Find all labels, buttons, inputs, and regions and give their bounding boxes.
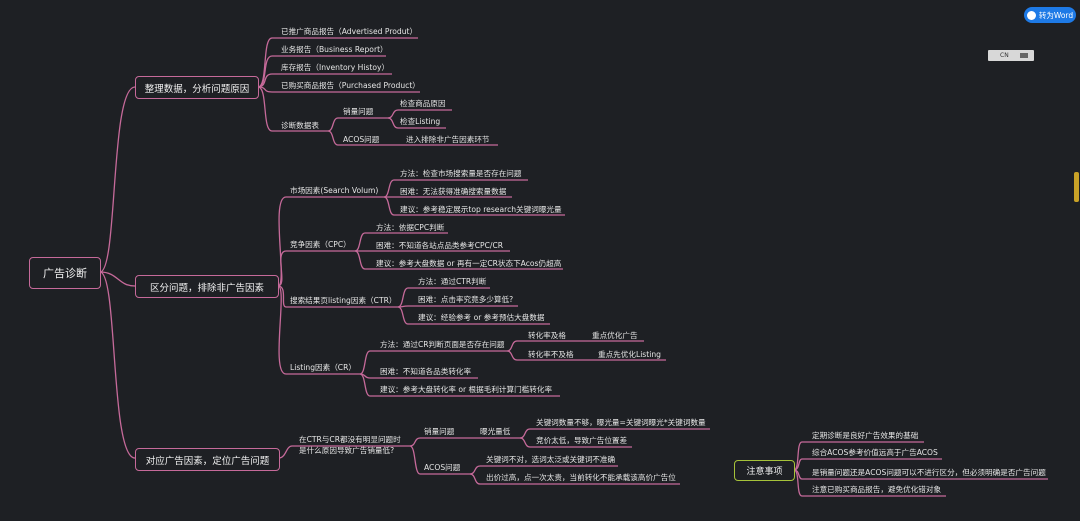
branch-organize-data[interactable]: 整理数据，分析问题原因 (135, 76, 259, 99)
node-cr-suggestion[interactable]: 建议：参考大盘转化率 or 根据毛利计算门槛转化率 (380, 385, 553, 394)
node-check-product[interactable]: 检查商品原因 (400, 99, 446, 108)
node-low-exposure[interactable]: 曝光量低 (480, 427, 511, 436)
node-market-factor[interactable]: 市场因素(Search Volum) (290, 186, 379, 195)
zoom-dropdown-icon (1020, 53, 1028, 58)
node-optimize-listing[interactable]: 重点先优化Listing (598, 350, 661, 359)
node-ctr-difficulty[interactable]: 困难：点击率究竟多少算低? (418, 295, 514, 304)
note-item-3[interactable]: 是销量问题还是ACOS问题可以不进行区分，但必须明确是否广告问题 (812, 468, 1046, 477)
word-icon (1026, 10, 1036, 20)
node-question-line1[interactable]: 在CTR与CR都没有明显问题时 (299, 435, 401, 444)
node-market-method[interactable]: 方法：检查市场搜索量是否存在问题 (400, 169, 522, 178)
node-advertised-product-report[interactable]: 已推广商品报告（Advertised Produt） (281, 27, 418, 36)
node-ad-sales-issue[interactable]: 销量问题 (424, 427, 455, 436)
node-bid-too-low[interactable]: 竞价太低，导致广告位置差 (536, 436, 628, 445)
node-cr-method[interactable]: 方法：通过CR判断页面是否存在问题 (380, 340, 505, 349)
node-business-report[interactable]: 业务报告（Business Report） (281, 45, 388, 54)
note-item-4[interactable]: 注意已购买商品报告，避免优化错对象 (812, 485, 942, 494)
note-item-1[interactable]: 定期诊断是良好广告效果的基础 (812, 431, 919, 440)
node-competition-method[interactable]: 方法：依据CPC判断 (376, 223, 445, 232)
convert-to-word-label: 转为Word (1038, 10, 1074, 20)
node-sales-issue[interactable]: 销量问题 (343, 107, 374, 116)
node-listing-cr-factor[interactable]: Listing因素（CR） (290, 363, 356, 372)
node-cr-fail[interactable]: 转化率不及格 (528, 350, 574, 359)
node-inventory-report[interactable]: 库存报告（Inventory Histoy） (281, 63, 390, 72)
node-ad-acos-issue[interactable]: ACOS问题 (424, 463, 461, 472)
node-ctr-method[interactable]: 方法：通过CTR判断 (418, 277, 487, 286)
convert-to-word-button[interactable]: 转为Word (1024, 7, 1076, 23)
node-keyword-count[interactable]: 关键词数量不够，曝光量=关键词曝光*关键词数量 (536, 418, 706, 427)
node-purchased-product-report[interactable]: 已购买商品报告（Purchased Product） (281, 81, 420, 90)
node-competition-difficulty[interactable]: 困难：不知道各站点品类参考CPC/CR (376, 241, 504, 250)
node-ctr-suggestion[interactable]: 建议：经验参考 or 参考预估大盘数据 (418, 313, 545, 322)
vertical-scrollbar[interactable] (1074, 172, 1079, 202)
node-search-ctr-factor[interactable]: 搜索结果页listing因素（CTR） (290, 296, 397, 305)
node-bid-too-high[interactable]: 出价过高，点一次太贵，当前转化不能承载该高价广告位 (486, 473, 676, 482)
note-item-2[interactable]: 综合ACOS参考价值远高于广告ACOS (812, 448, 938, 457)
notes-node[interactable]: 注意事项 (734, 460, 795, 481)
connector-root-b1 (99, 86, 136, 273)
node-competition-suggestion[interactable]: 建议：参考大盘数据 or 再有一定CR状态下Acos仍超高 (376, 259, 562, 268)
node-market-suggestion[interactable]: 建议：参考稳定展示top research关键词曝光量 (400, 205, 562, 214)
node-optimize-ads[interactable]: 重点优化广告 (592, 331, 638, 340)
branch-locate-ad-problem[interactable]: 对应广告因素，定位广告问题 (135, 448, 280, 471)
node-question-line2[interactable]: 是什么原因导致广告销量低? (299, 446, 395, 455)
node-cr-pass[interactable]: 转化率及格 (528, 331, 566, 340)
node-competition-factor[interactable]: 竞争因素（CPC） (290, 240, 351, 249)
node-acos-issue[interactable]: ACOS问题 (343, 135, 380, 144)
root-node[interactable]: 广告诊断 (29, 257, 101, 289)
node-check-listing[interactable]: 检查Listing (400, 117, 441, 126)
node-market-difficulty[interactable]: 困难：无法获得准确搜索量数据 (400, 187, 507, 196)
node-exclude-non-ad[interactable]: 进入排除非广告因素环节 (406, 135, 490, 144)
connector-root-b2 (99, 271, 136, 287)
connector-root-b3 (99, 271, 136, 459)
node-cr-difficulty[interactable]: 困难：不知道各品类转化率 (380, 367, 472, 376)
node-diagnosis-table[interactable]: 诊断数据表 (281, 121, 319, 130)
node-wrong-keywords[interactable]: 关键词不对，选词太泛或关键词不准确 (486, 455, 616, 464)
branch-distinguish-problem[interactable]: 区分问题，排除非广告因素 (135, 275, 279, 298)
zoom-label: CN (1000, 52, 1009, 59)
zoom-control[interactable]: CN (988, 50, 1034, 61)
